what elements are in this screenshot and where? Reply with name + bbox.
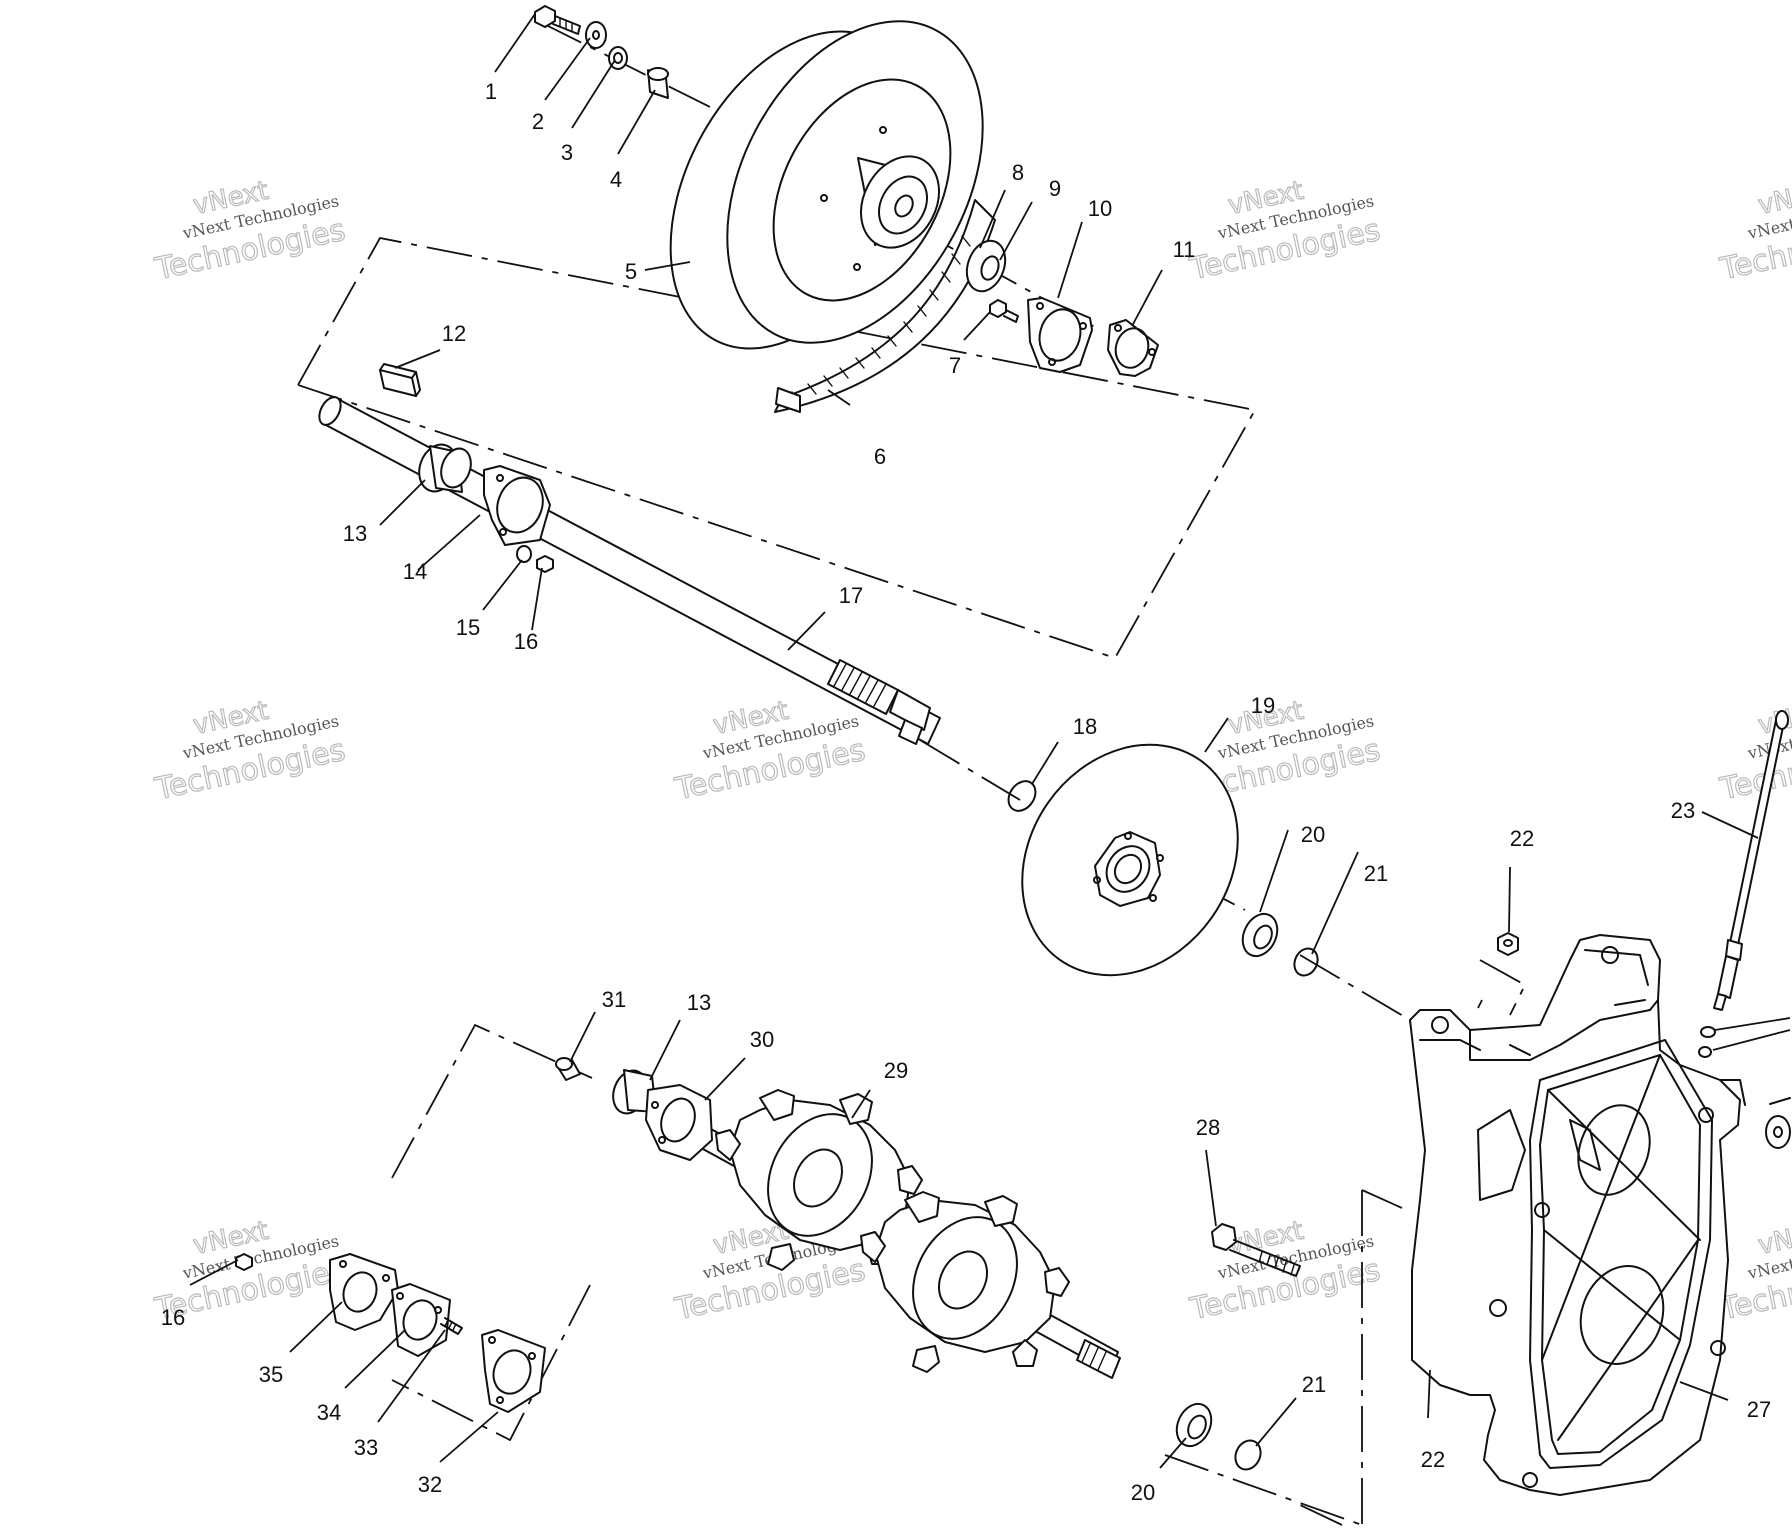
callout-13-lower: 13 xyxy=(687,990,711,1015)
watermark-line1: vNext xyxy=(1756,1216,1792,1261)
drive-shaft-17 xyxy=(318,396,941,745)
flange-plate-35 xyxy=(329,1253,399,1331)
washer-15 xyxy=(516,545,532,563)
callout-15: 15 xyxy=(456,615,480,640)
o-ring-21-lower xyxy=(1234,1439,1262,1471)
grease-fitting-31 xyxy=(555,1057,581,1081)
snap-ring-18 xyxy=(1007,780,1037,812)
flange-plate-32 xyxy=(481,1329,546,1413)
stud-33 xyxy=(440,1317,463,1335)
callout-16-upper: 16 xyxy=(514,629,538,654)
seal-20-upper xyxy=(1241,912,1279,958)
callout-17: 17 xyxy=(839,583,863,608)
callout-4: 4 xyxy=(610,167,622,192)
callout-19: 19 xyxy=(1251,693,1275,718)
callout-1: 1 xyxy=(485,79,497,104)
gasket-plate-34 xyxy=(391,1283,451,1357)
callout-8: 8 xyxy=(1012,160,1024,185)
o-ring-21-upper xyxy=(1293,947,1319,977)
watermark: vNext vNext Technologies Technologies xyxy=(1716,1215,1792,1328)
callout-20-lower: 20 xyxy=(1131,1480,1155,1505)
bearing-8 xyxy=(965,239,1007,293)
callout-22-upper: 22 xyxy=(1510,826,1534,851)
drive-axis-centerline xyxy=(539,21,1411,1021)
upper-assembly-bracket xyxy=(296,236,1257,660)
cap-screw-7 xyxy=(989,299,1019,323)
callout-16-lower: 16 xyxy=(161,1305,185,1330)
nut-16-lower xyxy=(235,1253,253,1271)
watermark: vNext vNext Technologies Technologies xyxy=(671,695,869,808)
spacer-4 xyxy=(647,67,669,99)
key-12 xyxy=(379,363,421,397)
callout-22-lower: 22 xyxy=(1421,1447,1445,1472)
callout-11: 11 xyxy=(1173,237,1196,262)
lower-assembly-bracket xyxy=(391,1023,593,1442)
bolt-28 xyxy=(1211,1223,1301,1277)
callout-21-upper: 21 xyxy=(1364,861,1388,886)
watermark: vNext vNext Technologies Technologies xyxy=(1186,1215,1384,1328)
assembly-lines xyxy=(296,21,1527,1528)
drive-chain-6 xyxy=(774,199,996,413)
watermark: vNext vNext Technologies Technologies xyxy=(1186,175,1384,288)
right-housing-bracket xyxy=(1477,959,1527,1016)
callout-21-lower: 21 xyxy=(1302,1372,1326,1397)
callout-27: 27 xyxy=(1747,1397,1771,1422)
watermark-line1: vNext xyxy=(1756,176,1792,221)
callout-23: 23 xyxy=(1671,798,1695,823)
drive-sprocket-5 xyxy=(669,20,984,350)
callout-6: 6 xyxy=(874,444,886,469)
seal-20-lower xyxy=(1175,1402,1213,1448)
nut-22-upper xyxy=(1497,932,1519,956)
chaincase-housing-27 xyxy=(1409,934,1746,1496)
callout-31: 31 xyxy=(602,987,626,1012)
lower-right-bracket xyxy=(1164,1189,1403,1528)
watermark: vNext vNext Technologies Technologies xyxy=(151,175,349,288)
callout-3: 3 xyxy=(561,140,573,165)
callout-33: 33 xyxy=(354,1435,378,1460)
flange-plate-10 xyxy=(1027,297,1093,373)
watermark: vNext vNext Technologies Technologies xyxy=(1716,175,1792,288)
callout-34: 34 xyxy=(317,1400,341,1425)
callout-18: 18 xyxy=(1073,714,1097,739)
callout-9: 9 xyxy=(1049,176,1061,201)
washer-2 xyxy=(585,21,607,49)
right-edge-parts xyxy=(1698,1017,1791,1149)
nut-16-upper xyxy=(536,555,554,573)
callout-13-upper: 13 xyxy=(343,521,367,546)
watermark: vNext vNext Technologies Technologies xyxy=(151,695,349,808)
callout-35: 35 xyxy=(259,1362,283,1387)
callout-5: 5 xyxy=(625,259,637,284)
leader-lines xyxy=(189,13,1759,1469)
bearing-flange-30 xyxy=(645,1084,713,1161)
callout-14: 14 xyxy=(403,559,427,584)
callout-32: 32 xyxy=(418,1472,442,1497)
bearing-flange-14 xyxy=(483,465,551,546)
callout-10: 10 xyxy=(1088,196,1112,221)
callout-20-upper: 20 xyxy=(1301,822,1325,847)
callout-29: 29 xyxy=(884,1058,908,1083)
callout-7: 7 xyxy=(949,353,961,378)
gasket-plate-11 xyxy=(1107,319,1159,377)
callout-28: 28 xyxy=(1196,1115,1220,1140)
callout-30: 30 xyxy=(750,1027,774,1052)
callout-labels: 1 2 3 4 5 6 7 8 9 10 11 12 13 14 15 16 1… xyxy=(161,79,1771,1505)
callout-12: 12 xyxy=(442,321,466,346)
bolt-1 xyxy=(534,5,581,35)
brake-disc-19 xyxy=(1021,743,1239,977)
adjuster-rod-23 xyxy=(1713,710,1789,1011)
callout-2: 2 xyxy=(532,109,544,134)
bearing-13-upper xyxy=(418,443,472,493)
